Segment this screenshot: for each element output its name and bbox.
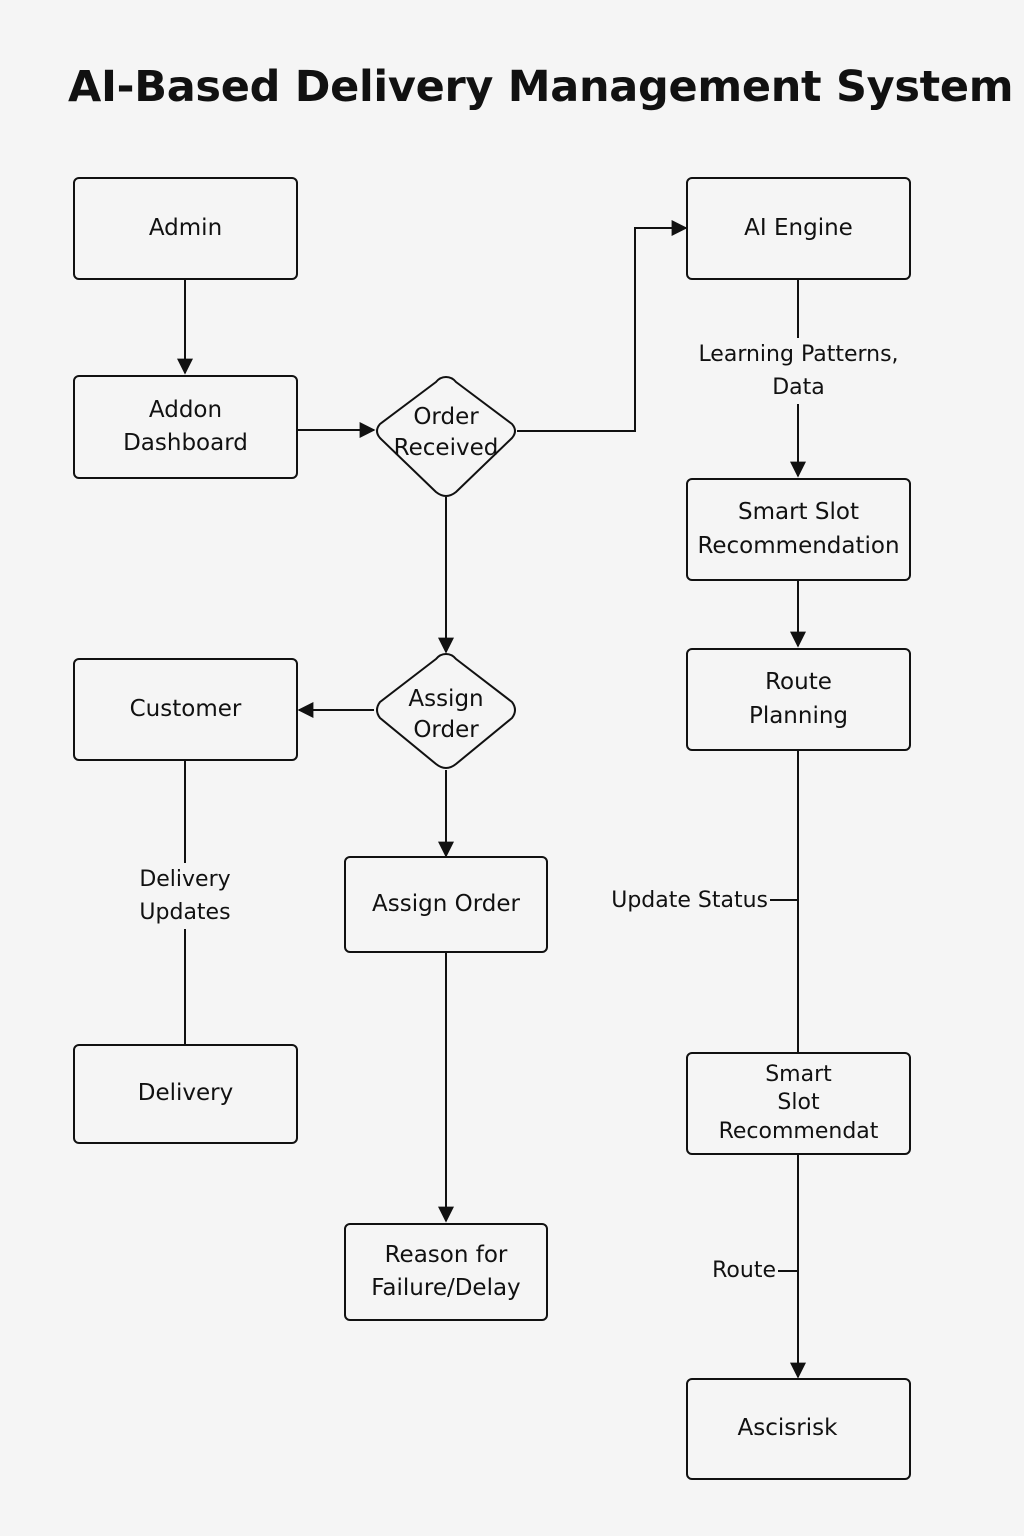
decision-order-received-shape xyxy=(376,376,516,497)
edge-label-update-status: Update Status xyxy=(611,888,768,913)
node-addon-dashboard: Addon Dashboard xyxy=(73,375,298,479)
node-smart-slot-recommendat: Smart Slot Recommendat xyxy=(686,1052,911,1155)
edge-order-received-to-ai-engine xyxy=(517,220,688,432)
edge-label-learning-patterns: Learning Patterns, Data xyxy=(686,338,911,404)
node-delivery: Delivery xyxy=(73,1044,298,1144)
node-assign-order-label: Assign Order xyxy=(372,890,520,917)
diagram-title: AI-Based Delivery Management System xyxy=(68,62,1014,112)
node-assign-order: Assign Order xyxy=(344,856,548,953)
node-ai-engine-label: AI Engine xyxy=(744,214,853,241)
node-delivery-label: Delivery xyxy=(137,1080,234,1107)
node-route-planning: Route Planning xyxy=(686,648,911,751)
node-smart-slot-recommendation-label: Smart Slot Recommendation xyxy=(697,499,900,559)
node-smart-slot-recommendat-label: Smart Slot Recommendat xyxy=(718,1061,879,1144)
node-reason-failure-delay: Reason for Failure/Delay xyxy=(344,1223,548,1321)
node-reason-failure-delay-label: Reason for Failure/Delay xyxy=(371,1241,521,1301)
node-admin-label: Admin xyxy=(148,214,223,241)
node-admin: Admin xyxy=(73,177,298,280)
node-addon-dashboard-label: Addon Dashboard xyxy=(123,396,248,456)
node-customer: Customer xyxy=(73,658,298,761)
node-smart-slot-recommendation: Smart Slot Recommendation xyxy=(686,478,911,581)
edge-label-delivery-updates: Delivery Updates xyxy=(115,863,255,929)
decision-assign-order-shape xyxy=(376,653,516,769)
decision-assign-order-label: Assign Order xyxy=(408,686,484,744)
edge-label-route: Route xyxy=(712,1258,776,1283)
node-ai-engine: AI Engine xyxy=(686,177,911,280)
decision-order-received-label: Order Received xyxy=(393,404,499,462)
node-route-planning-label: Route Planning xyxy=(748,669,849,729)
node-customer-label: Customer xyxy=(129,695,242,722)
node-ascisrisk: Ascisrisk xyxy=(686,1378,911,1480)
node-ascisrisk-label: Ascisrisk xyxy=(737,1415,838,1442)
